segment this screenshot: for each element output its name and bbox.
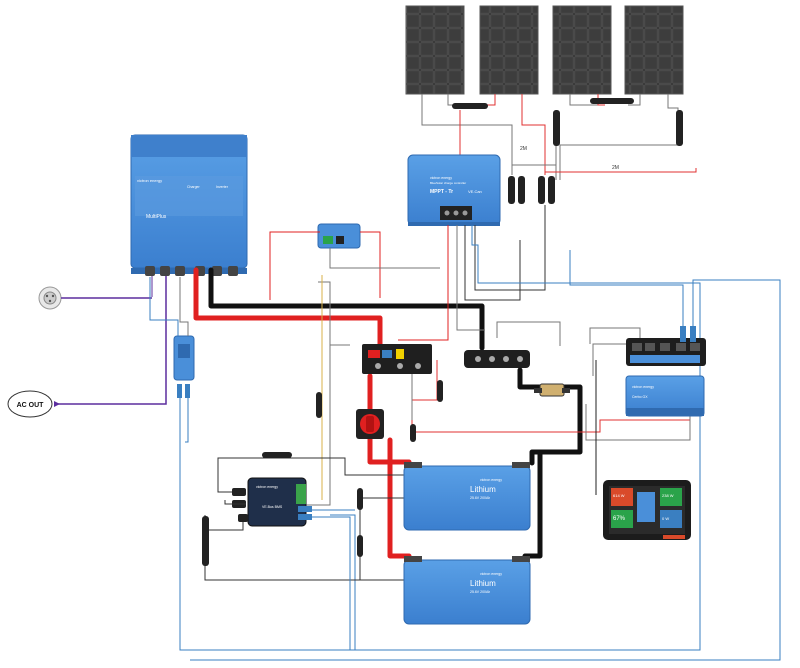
- cable-label-right: 2M: [612, 165, 619, 171]
- mppt-brand: victron energy: [430, 176, 452, 180]
- cerbo-base-unit: victron energy Cerbo GX: [625, 375, 705, 417]
- cerbo-wiring: [190, 250, 781, 661]
- cerbo-gx: [626, 326, 706, 366]
- battery-bottom-title: Lithium: [470, 579, 496, 588]
- bms-model: VE.Bus BMS: [262, 505, 283, 509]
- ac-input-socket: [38, 286, 62, 310]
- multiplus-inverter: victron energy Charger Inverter MultiPlu…: [130, 134, 248, 276]
- ac-out-cable: [55, 276, 167, 405]
- gx-tile-4: 0 W: [662, 516, 669, 521]
- battery-top-brand: victron energy: [480, 478, 502, 482]
- shunt: [534, 383, 570, 397]
- lithium-battery-top: victron energy Lithium 25.6V 200Ah: [403, 462, 531, 531]
- ac-out-label: AC OUT: [17, 402, 45, 409]
- solar-panel-4: [624, 5, 684, 95]
- battery-bottom-brand: victron energy: [480, 572, 502, 576]
- gx-tile-3: 67%: [613, 516, 626, 522]
- inverter-charger-label: Charger: [187, 185, 200, 189]
- mppt-charge-controller: victron energy BlueSolar charge controll…: [407, 154, 501, 226]
- battery-bottom-subtitle: 25.6V 200Ah: [470, 590, 490, 594]
- solar-panel-3: [552, 5, 612, 95]
- solar-panel-1: [405, 5, 465, 95]
- battery-top-title: Lithium: [470, 485, 496, 494]
- mppt-variant: VE.Can: [468, 189, 482, 194]
- inline-fuse-5: [357, 535, 363, 557]
- gx-touch-display[interactable]: 614 W 238 W 67% 0 W: [603, 480, 691, 540]
- cerbo-model: Cerbo GX: [632, 395, 648, 399]
- fuse-busbar: [362, 344, 432, 374]
- bms-cable-connector: [262, 452, 292, 458]
- bms-brand: victron energy: [256, 485, 278, 489]
- mppt-model: MPPT - Tr: [430, 189, 453, 195]
- gx-tile-2: 238 W: [662, 493, 674, 498]
- inverter-model: MultiPlus: [146, 214, 167, 220]
- negative-busbar: [464, 350, 530, 368]
- bms-cable-connector-2: [202, 516, 209, 566]
- inline-fuse-2: [410, 424, 416, 442]
- solar-panel-2: [479, 5, 539, 95]
- battery-switch[interactable]: [356, 409, 384, 439]
- inline-fuse-4: [437, 380, 443, 402]
- mppt-title: BlueSolar charge controller: [430, 181, 466, 185]
- lithium-battery-bottom: victron energy Lithium 25.6V 200Ah: [403, 556, 531, 625]
- inline-fuse: [316, 392, 322, 418]
- inverter-brand: victron energy: [137, 178, 162, 183]
- smart-bms: victron energy VE.Bus BMS: [232, 477, 312, 527]
- inverter-inverter-label: Inverter: [216, 185, 229, 189]
- cable-label-left: 2M: [520, 146, 527, 152]
- bms-cables: [149, 277, 355, 651]
- ac-out-arrow-icon: [54, 401, 60, 407]
- power-cables: [193, 267, 583, 559]
- panel-wiring: [421, 94, 697, 180]
- battery-top-subtitle: 25.6V 200Ah: [470, 496, 490, 500]
- mc4-connectors: [452, 98, 683, 204]
- ac-out: AC OUT: [7, 390, 53, 418]
- battery-protect: [317, 223, 361, 249]
- inline-fuse-3: [357, 488, 363, 510]
- cerbo-brand: victron energy: [632, 385, 654, 389]
- ve-bus-bms: [173, 335, 195, 398]
- gx-tile-1: 614 W: [613, 493, 625, 498]
